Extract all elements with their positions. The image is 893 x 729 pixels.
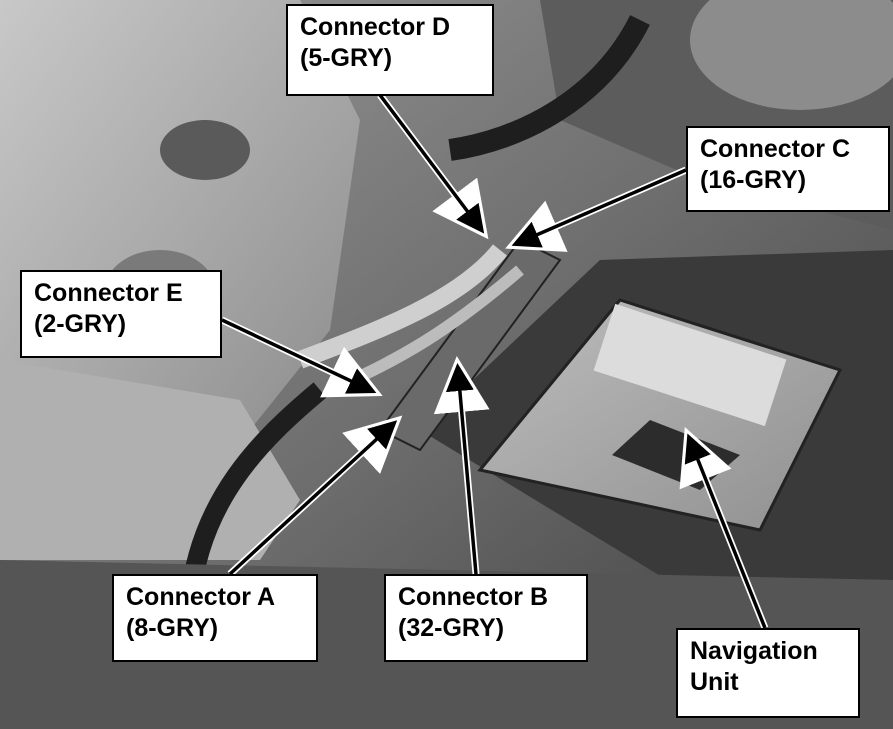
callout-connector-a: Connector A (8-GRY) <box>112 574 318 662</box>
steering-column <box>690 0 893 110</box>
callout-connector-a-name: Connector A <box>126 583 276 611</box>
callout-navigation-unit-line1: Navigation <box>690 637 818 665</box>
callout-connector-b-spec: (32-GRY) <box>398 614 505 642</box>
callout-connector-c-spec: (16-GRY) <box>700 166 807 194</box>
callout-connector-d-name: Connector D <box>300 13 450 41</box>
callout-connector-e: Connector E (2-GRY) <box>20 270 222 358</box>
callout-connector-d: Connector D (5-GRY) <box>286 4 494 96</box>
panel-hole <box>160 120 250 180</box>
callout-connector-c: Connector C (16-GRY) <box>686 126 890 212</box>
callout-connector-b: Connector B (32-GRY) <box>384 574 588 662</box>
callout-navigation-unit-line2: Unit <box>690 668 739 696</box>
callout-connector-a-spec: (8-GRY) <box>126 614 219 642</box>
callout-connector-e-name: Connector E <box>34 279 183 307</box>
callout-navigation-unit: Navigation Unit <box>676 628 860 718</box>
callout-connector-d-spec: (5-GRY) <box>300 44 393 72</box>
callout-connector-e-spec: (2-GRY) <box>34 310 127 338</box>
callout-connector-c-name: Connector C <box>700 135 850 163</box>
unit-label-sticker <box>593 303 787 427</box>
callout-connector-b-name: Connector B <box>398 583 548 611</box>
